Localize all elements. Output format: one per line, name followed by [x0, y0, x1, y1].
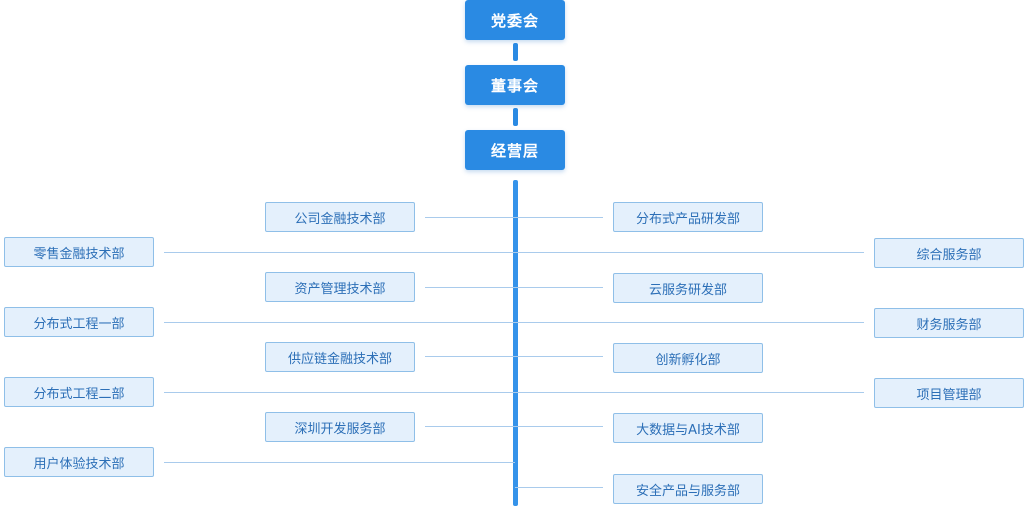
dept-inner-right-2: 云服务研发部	[613, 273, 763, 303]
dept-inner-left-1: 公司金融技术部	[265, 202, 415, 232]
trunk-line	[513, 180, 518, 506]
dept-inner-right-3: 创新孵化部	[613, 343, 763, 373]
dept-inner-right-5: 安全产品与服务部	[613, 474, 763, 504]
node-party-committee: 党委会	[465, 0, 565, 40]
connector-1	[513, 43, 518, 61]
dept-inner-right-4: 大数据与AI技术部	[613, 413, 763, 443]
line-row-3	[425, 287, 603, 288]
dept-outer-right-2: 财务服务部	[874, 308, 1024, 338]
dept-outer-right-3: 项目管理部	[874, 378, 1024, 408]
line-row-6	[164, 392, 864, 393]
node-board: 董事会	[465, 65, 565, 105]
dept-outer-left-3: 分布式工程二部	[4, 377, 154, 407]
dept-inner-left-3: 供应链金融技术部	[265, 342, 415, 372]
line-row-7	[425, 426, 603, 427]
line-row-9	[515, 487, 603, 488]
line-row-8	[164, 462, 515, 463]
dept-outer-left-4: 用户体验技术部	[4, 447, 154, 477]
line-row-2	[164, 252, 864, 253]
dept-outer-right-1: 综合服务部	[874, 238, 1024, 268]
line-row-4	[164, 322, 864, 323]
node-management: 经营层	[465, 130, 565, 170]
dept-inner-right-1: 分布式产品研发部	[613, 202, 763, 232]
dept-outer-left-2: 分布式工程一部	[4, 307, 154, 337]
dept-inner-left-2: 资产管理技术部	[265, 272, 415, 302]
line-row-5	[425, 356, 603, 357]
connector-2	[513, 108, 518, 126]
line-row-1	[425, 217, 603, 218]
dept-inner-left-4: 深圳开发服务部	[265, 412, 415, 442]
dept-outer-left-1: 零售金融技术部	[4, 237, 154, 267]
